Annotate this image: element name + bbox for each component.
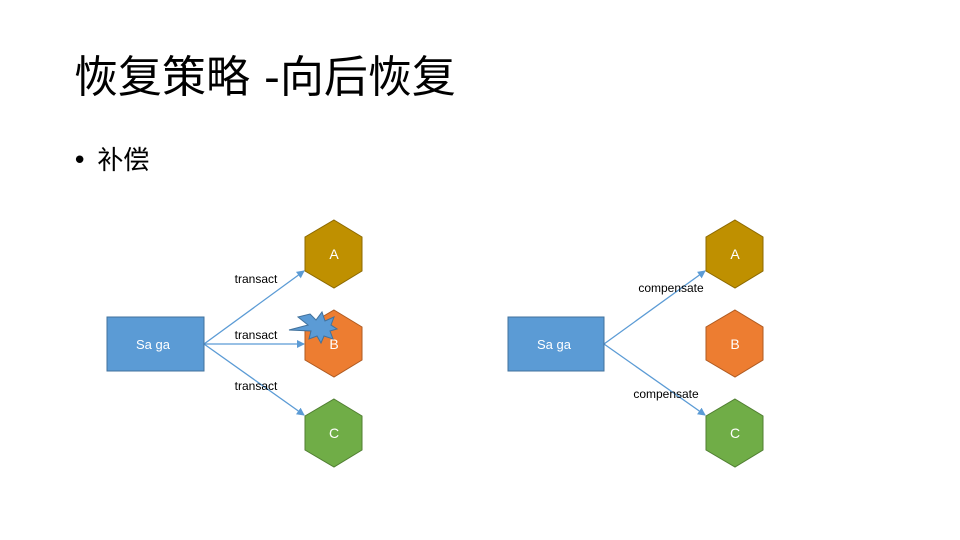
right-saga-label: Sa ga <box>537 337 572 352</box>
left-diagram: Sa ga transact transact transact A B C <box>106 219 363 468</box>
left-node-a-label: A <box>329 246 339 262</box>
bullet-text: 补偿 <box>97 146 150 176</box>
slide-title: 恢复策略 -向后恢复 <box>74 52 456 103</box>
right-diagram: Sa ga compensate compensate A B C <box>507 219 764 468</box>
right-node-c-label: C <box>730 425 740 441</box>
right-node-b-label: B <box>730 336 739 352</box>
right-node-b-hexagon <box>705 309 764 378</box>
left-arrow-c <box>203 343 305 416</box>
right-arrow-a <box>603 270 706 345</box>
bullet-item: • 补偿 <box>72 144 149 178</box>
left-node-b-label: B <box>329 336 338 352</box>
right-node-a-label: A <box>730 246 740 262</box>
right-node-c-hexagon <box>705 398 764 468</box>
right-edge-label-c: compensate <box>633 387 699 401</box>
right-node-a-hexagon <box>705 219 764 289</box>
left-saga-label: Sa ga <box>136 337 171 352</box>
left-node-c-label: C <box>329 425 339 441</box>
right-saga-box <box>507 316 605 372</box>
left-node-c-hexagon <box>304 398 363 468</box>
left-edge-label-a: transact <box>235 272 278 286</box>
left-edge-label-c: transact <box>235 379 278 393</box>
failure-burst-icon <box>288 310 339 345</box>
left-edge-label-b: transact <box>235 328 278 342</box>
bullet-dot: • <box>72 146 88 176</box>
right-arrow-c <box>603 343 706 416</box>
left-saga-box <box>106 316 205 372</box>
left-node-a-hexagon <box>304 219 363 289</box>
right-edge-label-a: compensate <box>638 281 704 295</box>
left-arrow-a <box>203 270 305 345</box>
